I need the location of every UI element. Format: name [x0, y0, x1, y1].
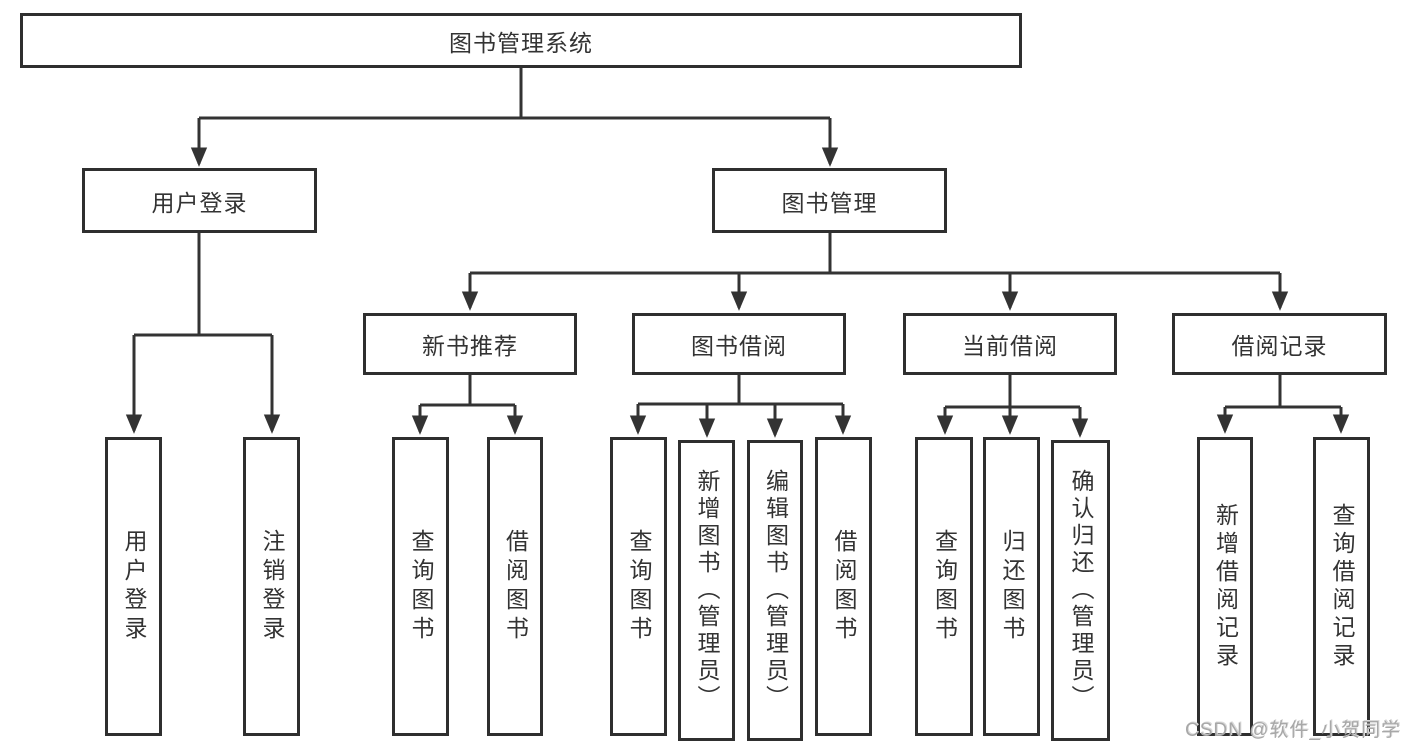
root-split-connector: [190, 68, 839, 167]
leaf-query-books-current: 查询图书: [915, 437, 973, 736]
book-borrow-subtree-connector: [629, 375, 852, 438]
current-borrow-subtree-connector: [936, 375, 1089, 438]
leaf-borrow-books: 借阅图书: [815, 437, 872, 736]
leaf-query-books-borrow: 查询图书: [610, 437, 667, 736]
leaf-confirm-return-admin: 确认归还（管理员）: [1051, 440, 1110, 741]
user-login-subtree-connector: [125, 233, 281, 434]
node-current-borrow: 当前借阅: [903, 313, 1117, 375]
node-new-book-recommend: 新书推荐: [363, 313, 577, 375]
leaf-add-borrow-record: 新增借阅记录: [1197, 437, 1253, 736]
leaf-borrow-books-recommend: 借阅图书: [487, 437, 543, 736]
leaf-query-books-recommend: 查询图书: [392, 437, 449, 736]
new-book-subtree-connector: [411, 375, 524, 435]
leaf-edit-books-admin: 编辑图书（管理员）: [747, 440, 803, 741]
leaf-return-books: 归还图书: [983, 437, 1040, 736]
node-user-login: 用户登录: [82, 168, 317, 233]
node-book-management: 图书管理: [712, 168, 947, 233]
leaf-logout: 注销登录: [243, 437, 300, 736]
book-management-subtree-connector: [461, 233, 1289, 311]
node-book-borrow: 图书借阅: [632, 313, 846, 375]
borrow-record-subtree-connector: [1216, 375, 1350, 434]
node-borrow-record: 借阅记录: [1172, 313, 1387, 375]
leaf-query-borrow-record: 查询借阅记录: [1313, 437, 1370, 736]
watermark: CSDN @软件_小贺同学: [1185, 720, 1401, 741]
leaf-add-books-admin: 新增图书（管理员）: [678, 440, 735, 741]
leaf-user-login: 用户登录: [105, 437, 162, 736]
node-root-system: 图书管理系统: [20, 13, 1022, 68]
